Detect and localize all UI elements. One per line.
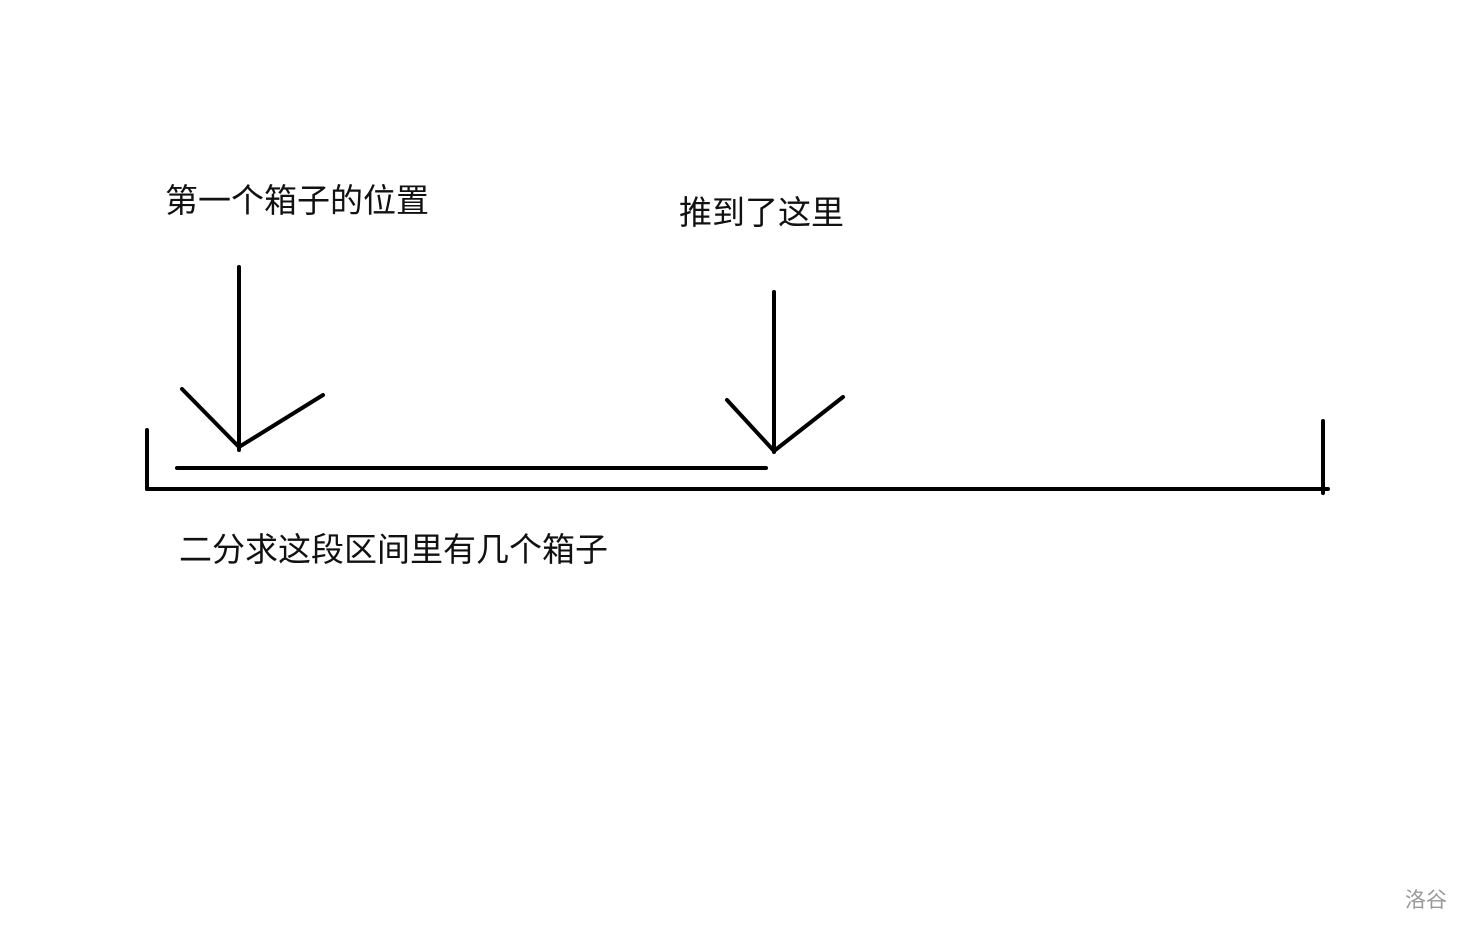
arrow-1-head [180,387,325,450]
watermark: 洛谷 [1405,888,1447,912]
arrow-2-head [725,395,845,454]
first-box-label: 第一个箱子的位置 [165,181,429,220]
binary-search-label: 二分求这段区间里有几个箱子 [179,530,608,569]
pushed-here-label: 推到了这里 [679,193,844,232]
